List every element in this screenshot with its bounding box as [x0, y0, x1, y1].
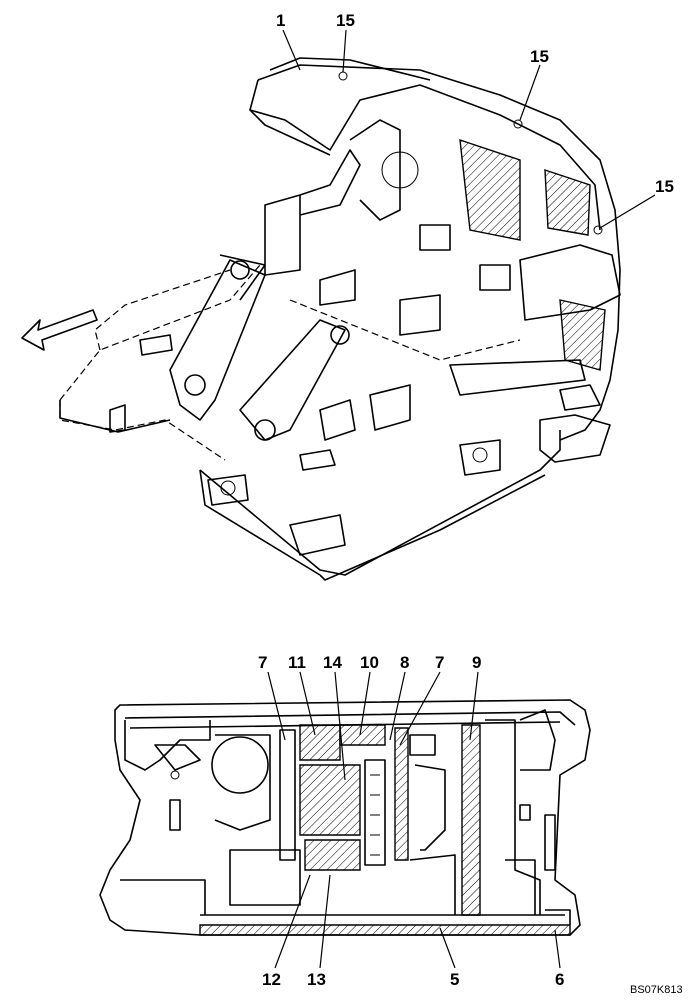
callout-12: 12	[262, 970, 281, 989]
callout-7: 7	[435, 653, 444, 672]
callout-6: 6	[555, 970, 564, 989]
drawing-reference-code: BS07K813	[630, 984, 683, 996]
callout-15: 15	[530, 47, 549, 66]
callout-13: 13	[307, 970, 326, 989]
callout-8: 8	[400, 653, 409, 672]
upper-frame-plan-view	[99, 699, 591, 936]
callout-14: 14	[323, 653, 342, 672]
callout-11: 11	[288, 653, 306, 672]
callout-labels: 1 15 15 15 7 11 14 10 8 7 9 12 13 5 6 BS…	[258, 11, 683, 996]
callout-15: 15	[336, 11, 355, 30]
upper-frame-isometric-view	[21, 57, 621, 581]
callout-9: 9	[472, 653, 481, 672]
front-direction-arrow-icon	[21, 309, 98, 351]
callout-10: 10	[360, 653, 379, 672]
callout-15: 15	[655, 177, 674, 196]
callout-1: 1	[276, 11, 285, 30]
callout-5: 5	[450, 970, 459, 989]
leader-lines	[267, 29, 656, 969]
callout-7: 7	[258, 653, 267, 672]
